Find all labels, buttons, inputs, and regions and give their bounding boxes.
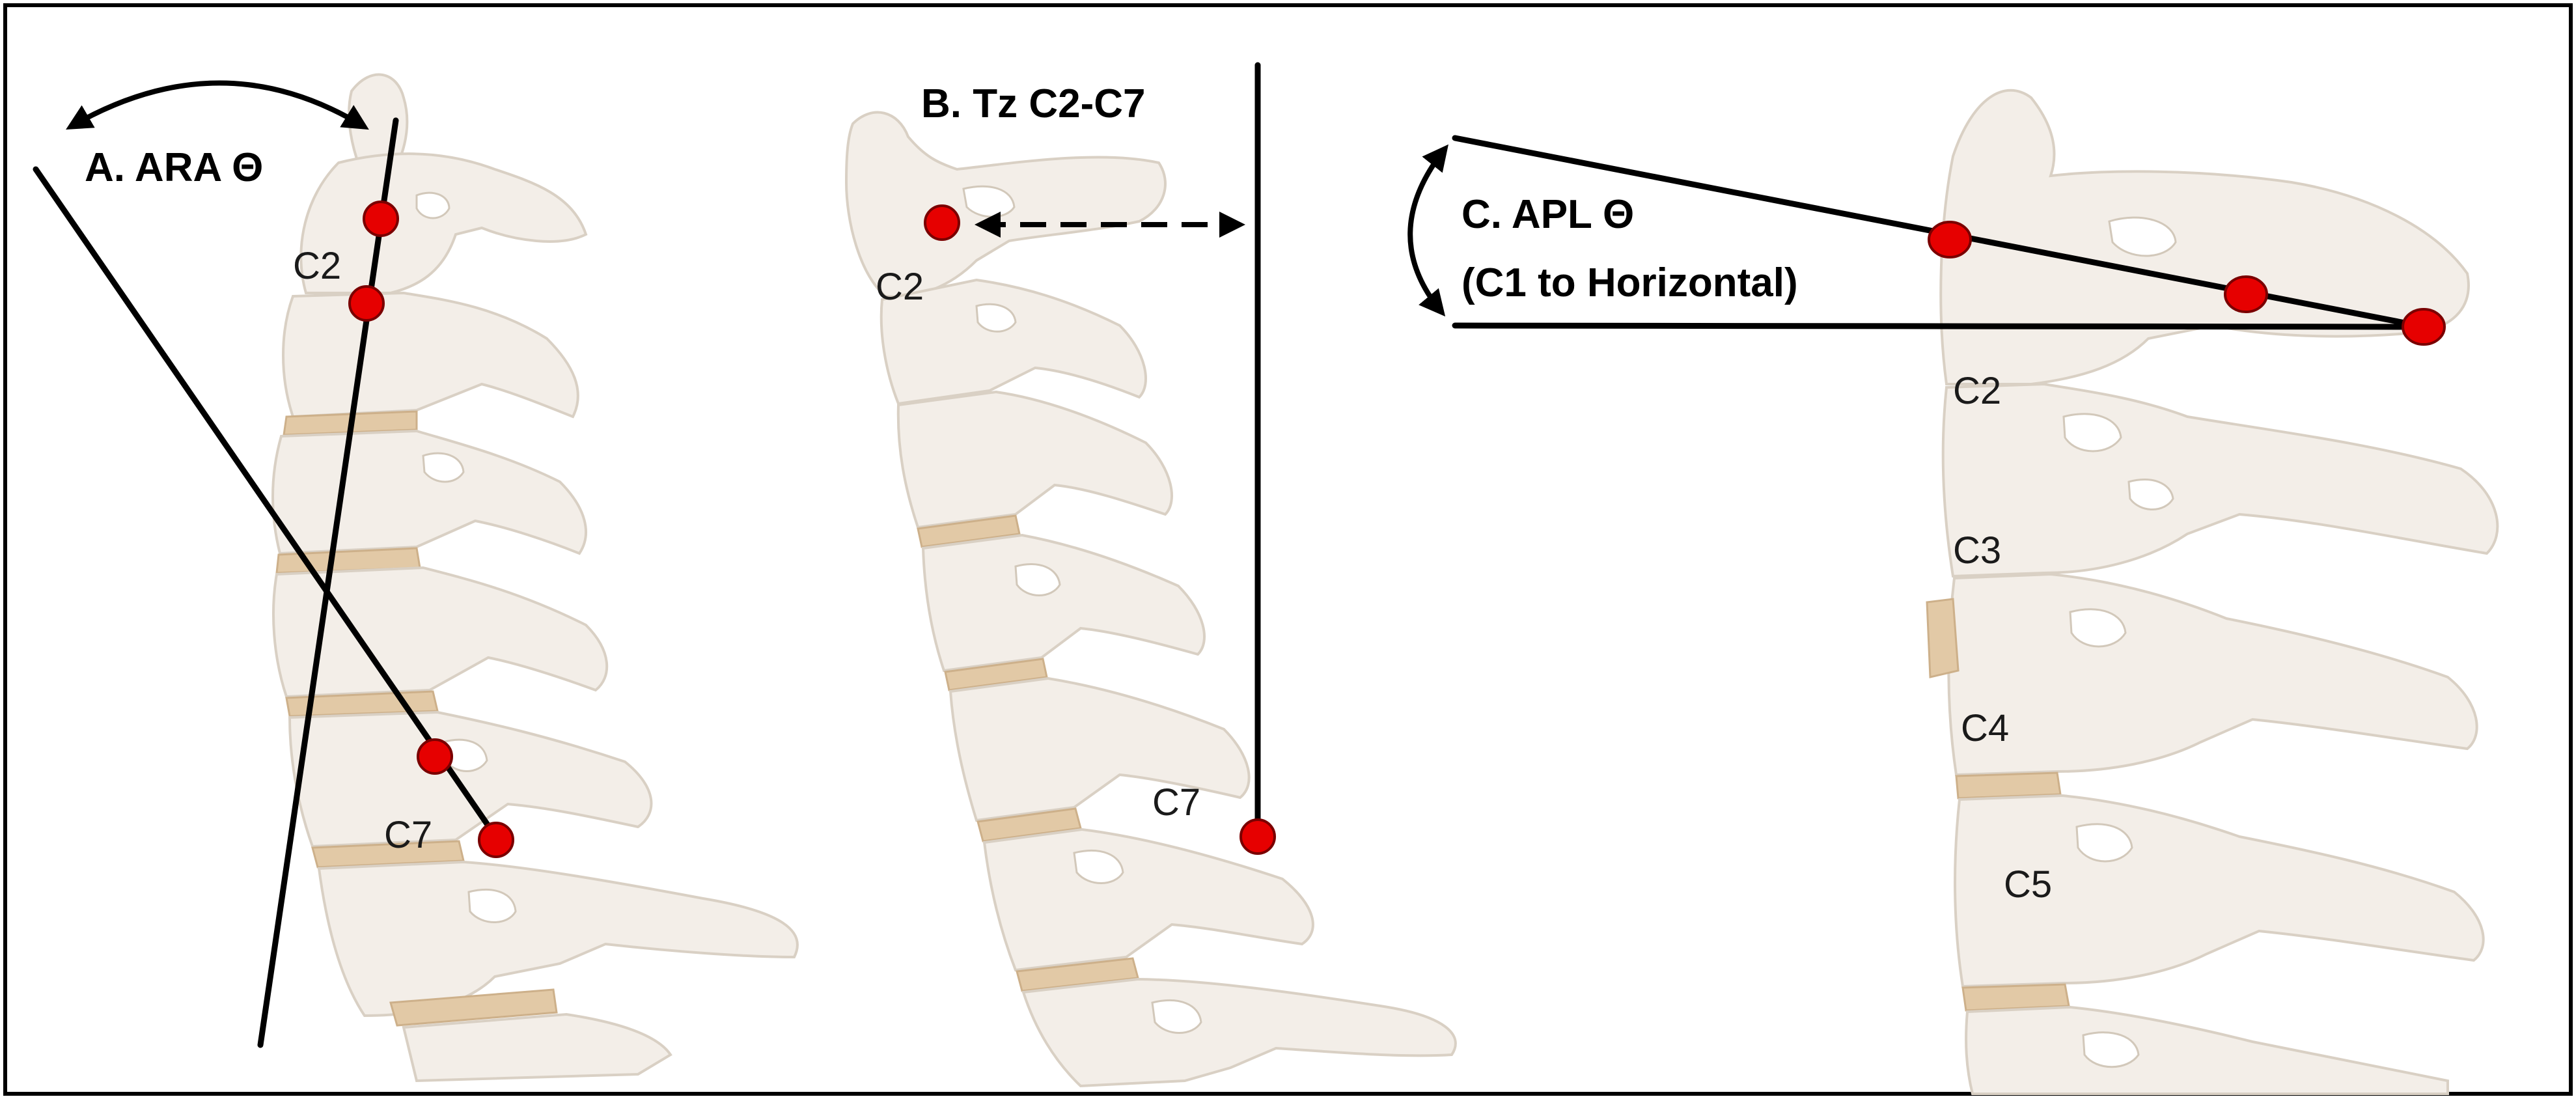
panel-a-landmark-c2-upper bbox=[363, 201, 399, 237]
panel-a: A. ARA Θ C2 C7 bbox=[33, 73, 799, 1083]
panel-a-label-c2: C2 bbox=[293, 245, 341, 287]
panel-a-label-c7: C7 bbox=[384, 814, 432, 856]
panel-a-angle-arc bbox=[66, 80, 369, 130]
panel-c-landmark-posterior bbox=[2402, 308, 2446, 346]
panel-c-horizontal-line bbox=[1452, 322, 2428, 330]
panel-b-title: B. Tz C2-C7 bbox=[921, 81, 1145, 126]
panel-c-label-c4: C4 bbox=[1961, 707, 2009, 749]
panel-a-landmark-c2-lower bbox=[348, 285, 385, 322]
panel-b-label-c7: C7 bbox=[1152, 781, 1200, 824]
panel-b-spine bbox=[844, 111, 1457, 1088]
panel-b-label-c2: C2 bbox=[876, 266, 924, 308]
panel-c-landmark-middle bbox=[2224, 275, 2268, 313]
panel-c: C. APL Θ (C1 to Horizontal) C2 C3 C4 C5 bbox=[1407, 89, 2499, 1095]
panel-b-landmark-c2 bbox=[924, 204, 960, 241]
panel-a-c2c7-line bbox=[33, 166, 501, 843]
panel-c-title-line2: (C1 to Horizontal) bbox=[1461, 260, 1798, 305]
panel-c-label-c5: C5 bbox=[2004, 863, 2052, 906]
panel-c-title-line1: C. APL Θ bbox=[1461, 192, 1634, 237]
panel-c-landmark-anterior bbox=[1928, 221, 1972, 258]
panel-c-label-c3: C3 bbox=[1953, 529, 2001, 572]
panel-b-landmark-c7 bbox=[1240, 818, 1276, 855]
panel-a-title: A. ARA Θ bbox=[85, 145, 263, 190]
panel-c-angle-arc bbox=[1407, 144, 1448, 317]
panel-a-landmark-c7-upper bbox=[417, 738, 453, 775]
panel-b: B. Tz C2-C7 C2 C7 bbox=[844, 62, 1457, 1088]
panel-c-label-c2: C2 bbox=[1953, 370, 2001, 412]
panel-a-landmark-c7-lower bbox=[478, 822, 514, 858]
panel-a-axis-line bbox=[257, 117, 399, 1048]
panel-a-spine bbox=[271, 73, 799, 1083]
